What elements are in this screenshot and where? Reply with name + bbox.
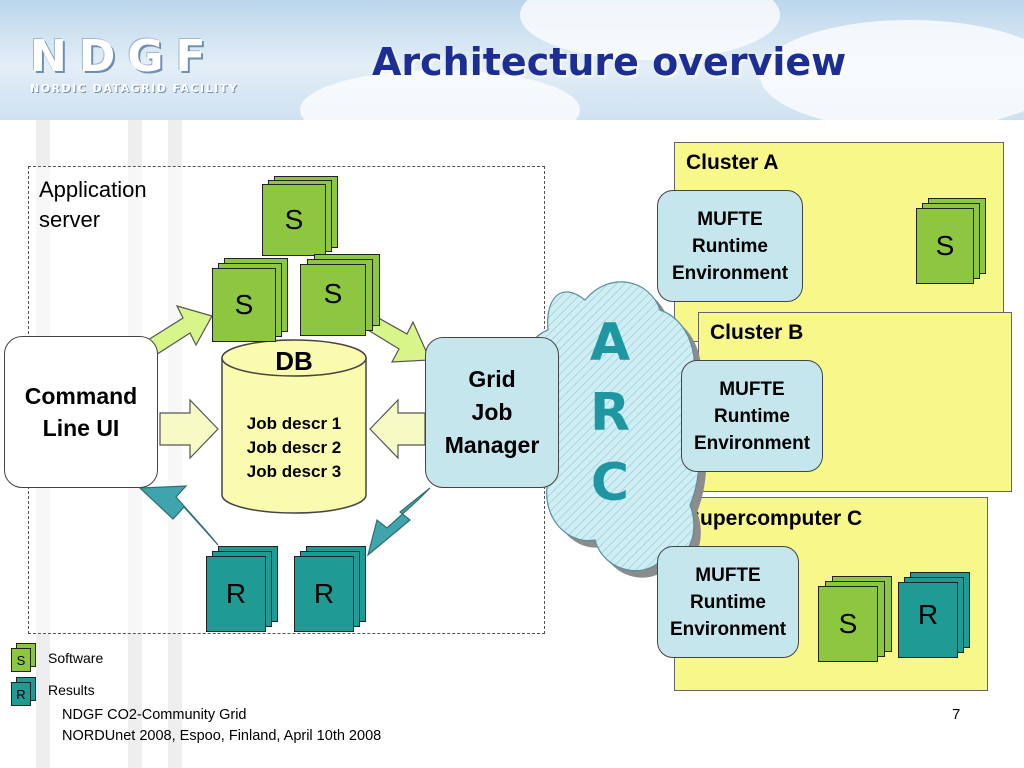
- software-doc-label: S: [234, 289, 254, 320]
- arc-letter-c: C: [590, 453, 630, 513]
- db-cylinder: [221, 357, 367, 514]
- cluster-a-title: Cluster A: [686, 151, 779, 174]
- db-job-list: Job descr 1 Job descr 2 Job descr 3: [222, 412, 366, 484]
- legend-software-icon: S: [11, 643, 37, 673]
- results-doc-stack: R: [294, 546, 370, 632]
- arrow-software-to-gjm: [367, 315, 431, 363]
- results-doc-label: R: [313, 578, 335, 609]
- mufte-line3: Environment: [671, 262, 789, 284]
- arc-letter-a: A: [589, 313, 631, 373]
- cli-label-line1: Command: [24, 383, 138, 409]
- software-doc-stack: S: [212, 258, 292, 342]
- grid-job-manager-box[interactable]: Grid Job Manager: [425, 337, 559, 488]
- legend-results-icon: R: [11, 677, 37, 707]
- arc-letter-r: R: [589, 383, 631, 443]
- software-doc-stack: S: [300, 254, 384, 336]
- software-doc-label: S: [323, 278, 343, 309]
- gjm-label-line1: Grid: [468, 366, 516, 392]
- software-doc-stack: S: [916, 198, 990, 284]
- page-number: 7: [952, 706, 961, 723]
- software-doc-stack: S: [818, 576, 898, 662]
- software-doc-label: S: [284, 204, 304, 235]
- mufte-line1: MUFTE: [719, 378, 785, 400]
- software-doc-label: S: [935, 230, 955, 261]
- results-doc-label: R: [225, 578, 247, 609]
- application-server-label: Application server: [39, 175, 147, 235]
- logo-subtitle: Nordic DataGrid Facility: [30, 82, 239, 95]
- software-doc-stack: S: [262, 176, 342, 256]
- arrow-cli-to-db: [159, 398, 219, 460]
- ndgf-logo: NDGF Nordic DataGrid Facility: [30, 31, 239, 96]
- arc-label: A R C: [585, 308, 635, 518]
- mufte-line2: Runtime: [690, 591, 766, 613]
- footer-line1: NDGF CO2-Community Grid: [62, 707, 247, 723]
- mufte-line3: Environment: [693, 432, 811, 454]
- mufte-line1: MUFTE: [695, 564, 761, 586]
- app-server-label-line2: server: [39, 207, 101, 232]
- legend-software-label: Software: [48, 650, 104, 666]
- gjm-label-line2: Job: [471, 399, 513, 425]
- results-doc-stack: R: [206, 546, 282, 632]
- supercomputer-c-title: Supercomputer C: [686, 507, 863, 530]
- results-doc-label: R: [917, 599, 939, 630]
- cloud-decoration: [760, 20, 1024, 120]
- mufte-line1: MUFTE: [697, 208, 763, 230]
- legend-results-label: Results: [48, 682, 95, 698]
- cli-label-line2: Line UI: [42, 415, 120, 441]
- arrow-gjm-to-results: [366, 487, 431, 557]
- db-job-item: Job descr 3: [246, 462, 342, 481]
- cluster-b-title: Cluster B: [710, 321, 804, 344]
- db-cylinder-top: [221, 339, 367, 377]
- gjm-label-line3: Manager: [444, 432, 540, 458]
- db-title: DB: [275, 346, 313, 376]
- db-job-item: Job descr 1: [246, 414, 342, 433]
- arrow-results-to-cli: [138, 485, 219, 546]
- page-title: Architecture overview: [372, 40, 847, 84]
- footer-line2: NORDUnet 2008, Espoo, Finland, April 10t…: [62, 728, 382, 744]
- logo-text: NDGF: [30, 31, 218, 82]
- header-banner: NDGF Nordic DataGrid Facility Architectu…: [0, 0, 1024, 120]
- mufte-line2: Runtime: [714, 405, 790, 427]
- legend-software-symbol: S: [16, 652, 26, 668]
- legend-results-symbol: R: [16, 686, 26, 702]
- command-line-ui-box[interactable]: Command Line UI: [4, 336, 158, 488]
- results-doc-stack: R: [898, 572, 974, 658]
- arrow-gjm-to-db: [369, 398, 426, 460]
- software-doc-label: S: [838, 608, 858, 639]
- mufte-line3: Environment: [669, 618, 787, 640]
- mufte-line2: Runtime: [692, 235, 768, 257]
- db-job-item: Job descr 2: [246, 438, 342, 457]
- app-server-label-line1: Application: [39, 177, 147, 202]
